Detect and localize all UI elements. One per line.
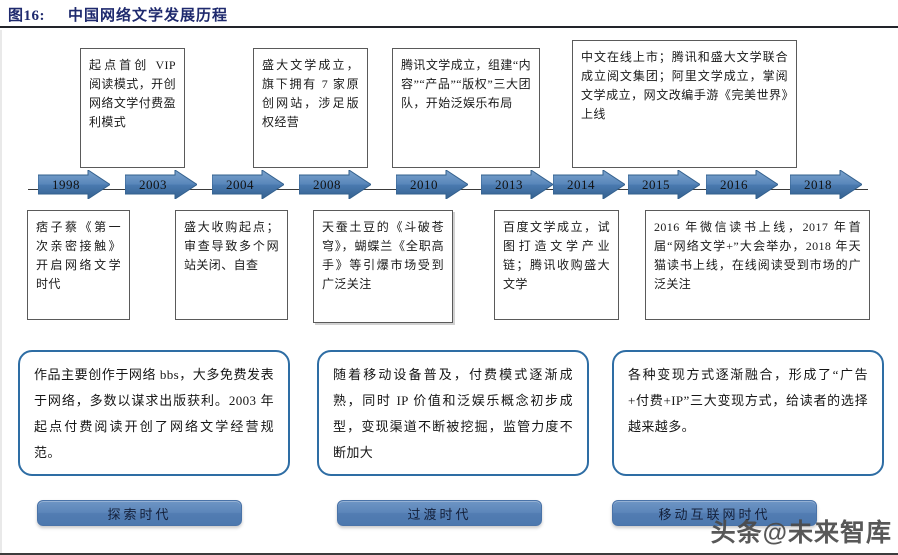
era-label: 过渡时代 bbox=[407, 506, 472, 522]
event-text: 2016 年微信读书上线，2017 年首届“网络文学+”大会举办，2018 年天… bbox=[654, 220, 861, 291]
event-text: 中文在线上市；腾讯和盛大文学联合成立阅文集团；阿里文学成立，掌阅文学成立，网文改… bbox=[581, 50, 788, 121]
event-box-top-4: 中文在线上市；腾讯和盛大文学联合成立阅文集团；阿里文学成立，掌阅文学成立，网文改… bbox=[572, 40, 797, 168]
event-text: 盛大文学成立，旗下拥有 7 家原创网站，涉足版权经营 bbox=[262, 58, 359, 129]
timeline-arrow-2018[interactable]: 2018 bbox=[790, 170, 862, 199]
era-label: 移动互联网时代 bbox=[658, 506, 771, 522]
era-pill-mobile[interactable]: 移动互联网时代 bbox=[612, 500, 817, 526]
watermark: 头条@未来智库 bbox=[710, 519, 892, 547]
event-box-top-3: 腾讯文学成立，组建“内容”“产品”“版权”三大团队，开始泛娱乐布局 bbox=[392, 48, 540, 168]
summary-text: 各种变现方式逐渐融合，形成了“广告+付费+IP”三大变现方式，给读者的选择越来越… bbox=[628, 367, 868, 434]
figure-header: 图16: 中国网络文学发展历程 bbox=[0, 0, 898, 30]
event-text: 痞子蔡《第一次亲密接触》开启网络文学时代 bbox=[36, 220, 121, 291]
era-pill-exploration[interactable]: 探索时代 bbox=[37, 500, 242, 526]
timeline-arrow-2013[interactable]: 2013 bbox=[481, 170, 553, 199]
timeline-arrow-2003[interactable]: 2003 bbox=[125, 170, 197, 199]
summary-text: 作品主要创作于网络 bbs，大多免费发表于网络，多数以谋求出版获利。2003 年… bbox=[34, 367, 274, 460]
event-text: 百度文学成立，试图打造文学产业链；腾讯收购盛大文学 bbox=[503, 220, 610, 291]
event-box-bottom-5: 2016 年微信读书上线，2017 年首届“网络文学+”大会举办，2018 年天… bbox=[645, 210, 870, 320]
title-divider bbox=[0, 26, 898, 28]
timeline: 1998 2003 2004 2008 2010 bbox=[0, 170, 898, 210]
event-box-top-2: 盛大文学成立，旗下拥有 7 家原创网站，涉足版权经营 bbox=[253, 48, 368, 168]
event-text: 腾讯文学成立，组建“内容”“产品”“版权”三大团队，开始泛娱乐布局 bbox=[401, 58, 531, 110]
event-box-bottom-3: 天蚕土豆的《斗破苍穹》，蝴蝶兰《全职高手》等引爆市场受到广泛关注 bbox=[313, 210, 453, 323]
figure-number: 图16: bbox=[8, 8, 45, 24]
event-box-bottom-4: 百度文学成立，试图打造文学产业链；腾讯收购盛大文学 bbox=[494, 210, 619, 320]
era-label: 探索时代 bbox=[107, 506, 172, 522]
event-box-top-1: 起点首创 VIP 阅读模式，开创网络文学付费盈利模式 bbox=[80, 48, 185, 168]
figure-title: 中国网络文学发展历程 bbox=[68, 8, 229, 24]
summary-box-exploration: 作品主要创作于网络 bbs，大多免费发表于网络，多数以谋求出版获利。2003 年… bbox=[18, 350, 290, 476]
timeline-arrow-2015[interactable]: 2015 bbox=[628, 170, 700, 199]
event-text: 盛大收购起点；审查导致多个网站关闭、自查 bbox=[184, 220, 279, 272]
event-box-bottom-2: 盛大收购起点；审查导致多个网站关闭、自查 bbox=[175, 210, 288, 320]
timeline-arrow-1998[interactable]: 1998 bbox=[38, 170, 110, 199]
timeline-arrow-2008[interactable]: 2008 bbox=[299, 170, 371, 199]
timeline-arrow-2016[interactable]: 2016 bbox=[706, 170, 778, 199]
summary-box-mobile: 各种变现方式逐渐融合，形成了“广告+付费+IP”三大变现方式，给读者的选择越来越… bbox=[612, 350, 884, 476]
event-box-bottom-1: 痞子蔡《第一次亲密接触》开启网络文学时代 bbox=[27, 210, 130, 320]
era-pill-transition[interactable]: 过渡时代 bbox=[337, 500, 542, 526]
left-border-rule bbox=[0, 30, 2, 555]
timeline-arrow-2014[interactable]: 2014 bbox=[553, 170, 625, 199]
summary-box-transition: 随着移动设备普及，付费模式逐渐成熟，同时 IP 价值和泛娱乐概念初步成型，变现渠… bbox=[317, 350, 589, 476]
timeline-arrow-2004[interactable]: 2004 bbox=[212, 170, 284, 199]
event-text: 天蚕土豆的《斗破苍穹》，蝴蝶兰《全职高手》等引爆市场受到广泛关注 bbox=[322, 220, 444, 291]
event-text: 起点首创 VIP 阅读模式，开创网络文学付费盈利模式 bbox=[89, 58, 176, 129]
timeline-arrow-2010[interactable]: 2010 bbox=[396, 170, 468, 199]
summary-text: 随着移动设备普及，付费模式逐渐成熟，同时 IP 价值和泛娱乐概念初步成型，变现渠… bbox=[333, 367, 573, 460]
bottom-divider bbox=[0, 553, 898, 555]
